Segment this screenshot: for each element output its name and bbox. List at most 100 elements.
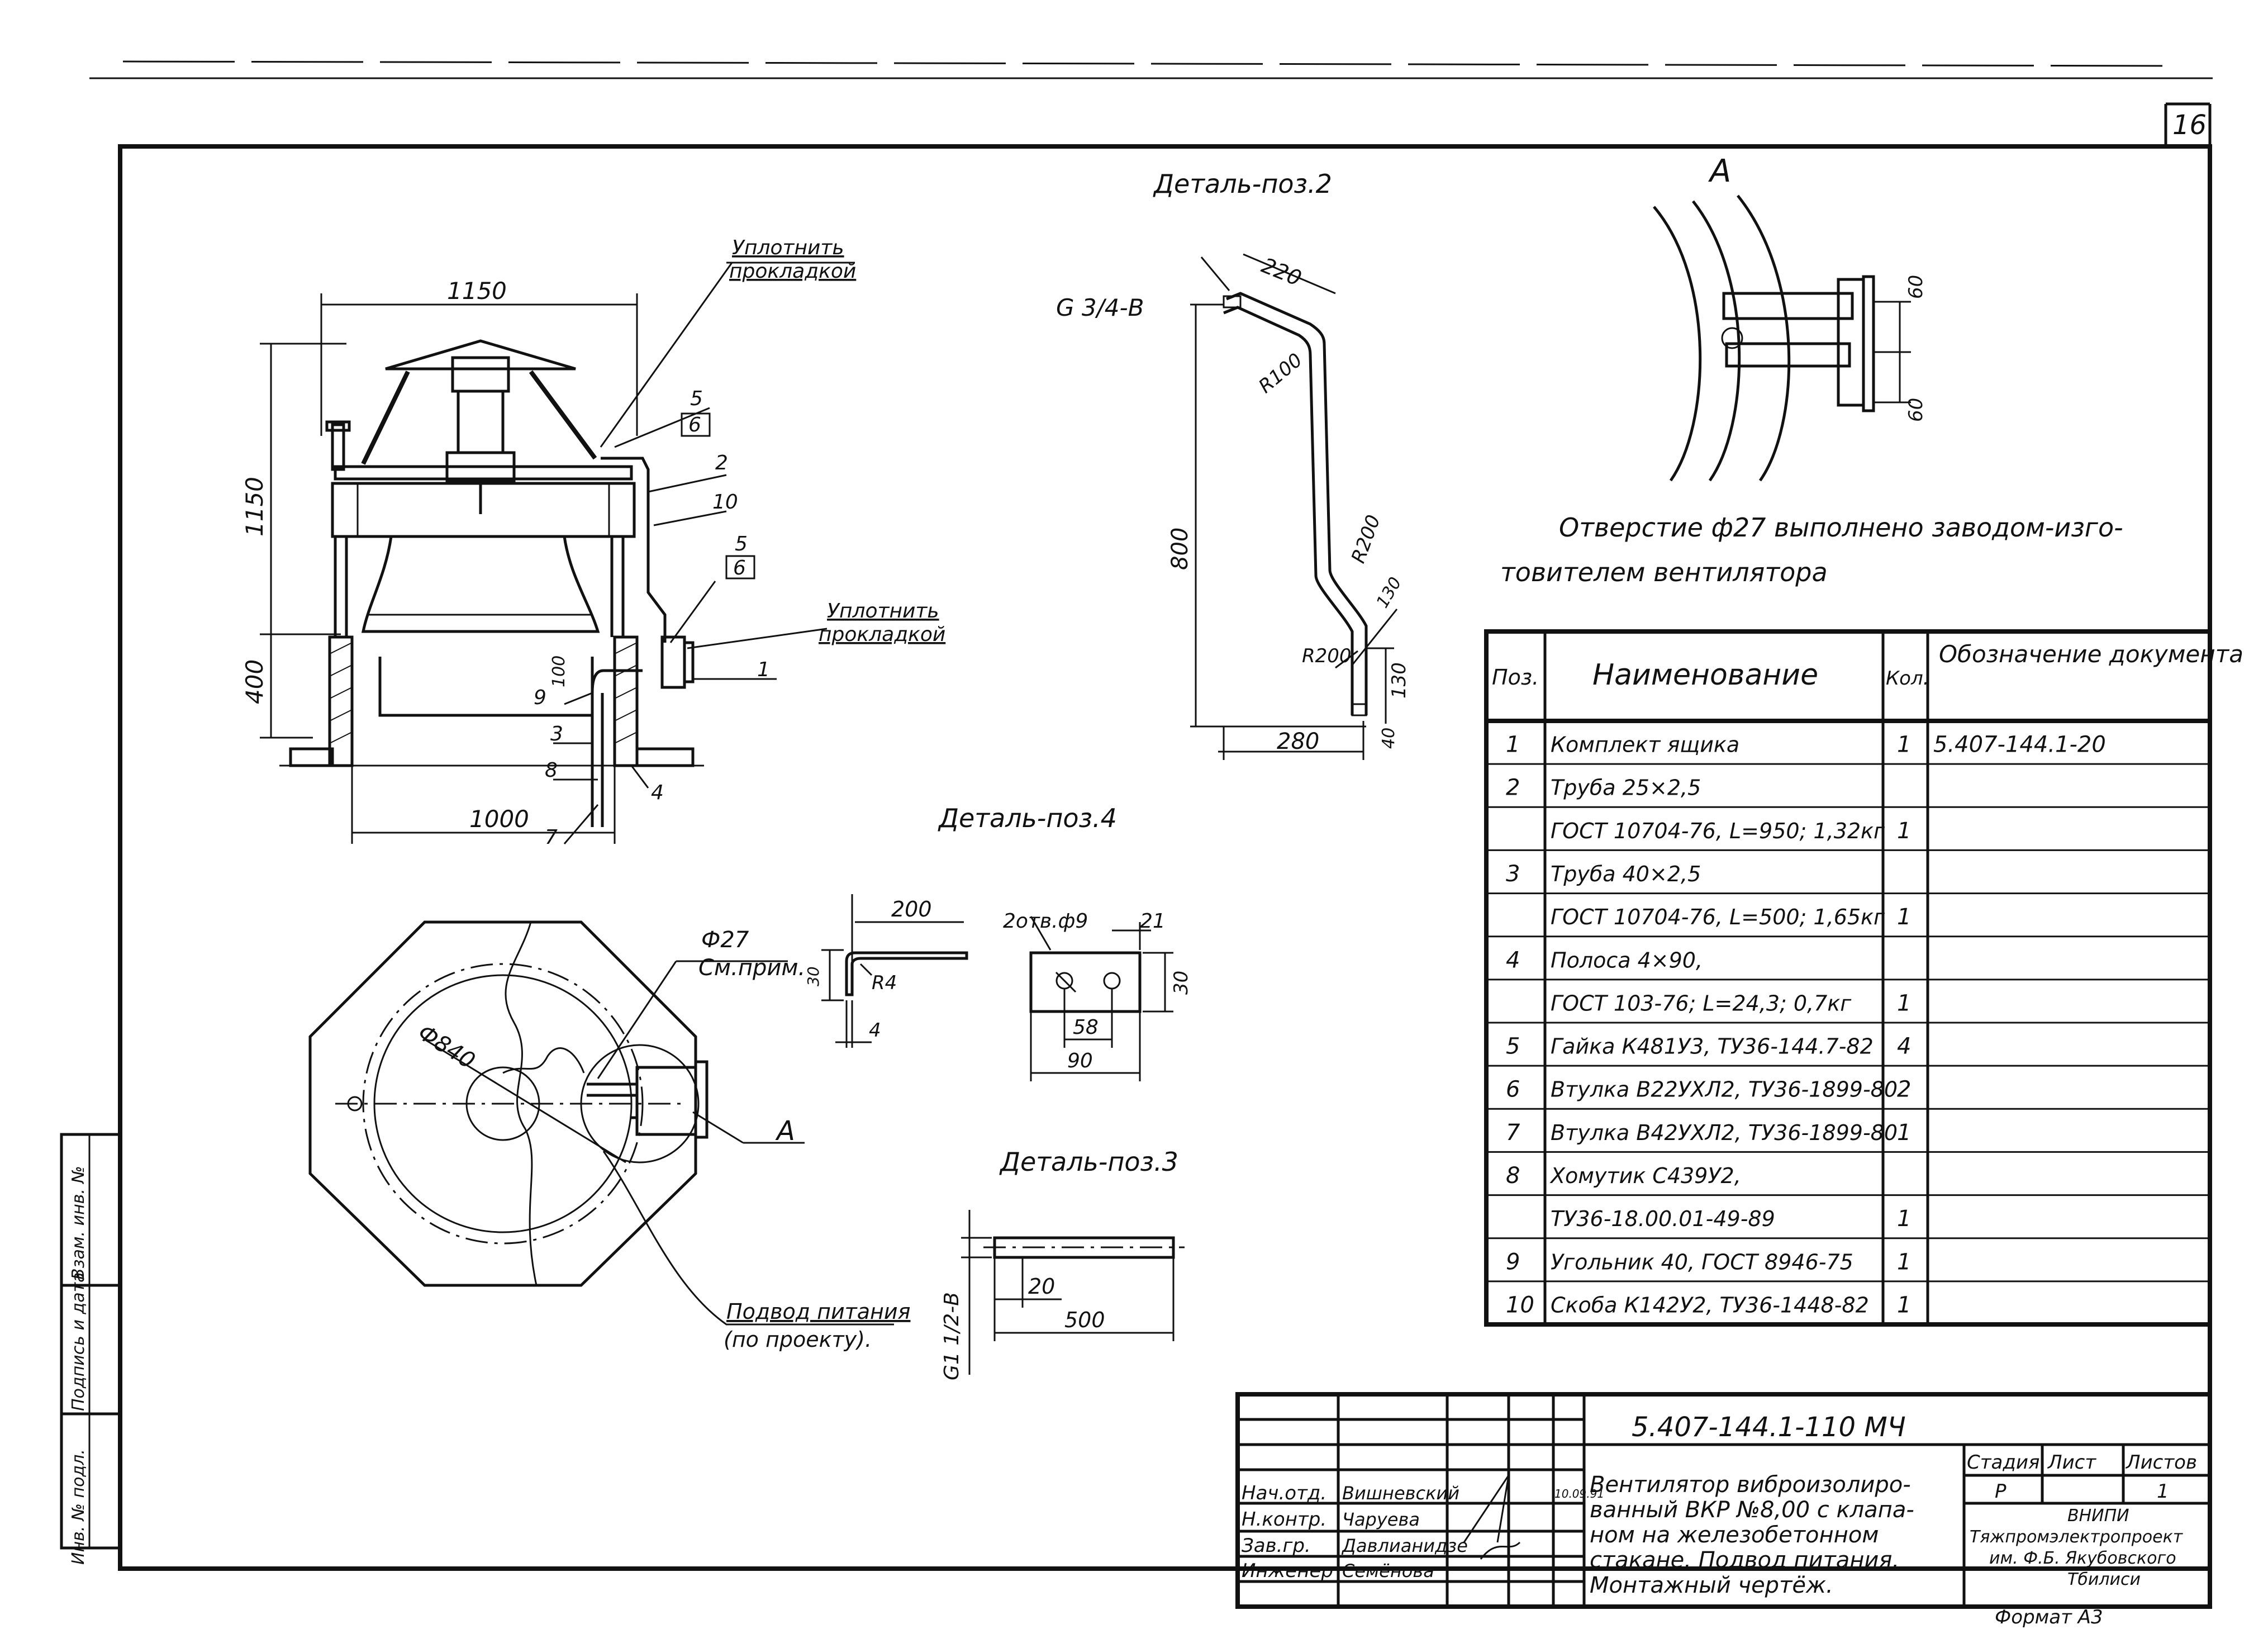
staff-name: Чаруева xyxy=(1342,1509,1420,1530)
pos2-r100: R100 xyxy=(1254,349,1307,398)
spec-row-qty: 1 xyxy=(1897,904,1911,930)
org-line-1: ВНИПИ xyxy=(2067,1506,2129,1526)
pos2-dim-220: 220 xyxy=(1258,253,1305,291)
title-line-5: Монтажный чертёж. xyxy=(1590,1573,1833,1598)
pos3-dim-500: 500 xyxy=(1064,1308,1105,1332)
pos2-r200b: R200 xyxy=(1302,645,1352,667)
spec-row-doc: 5.407-144.1-20 xyxy=(1933,732,2106,758)
spec-row-qty: 1 xyxy=(1897,1249,1911,1275)
spec-row-name: Угольник 40, ГОСТ 8946-75 xyxy=(1551,1250,1853,1274)
sheets-value: 1 xyxy=(2157,1480,2169,1503)
view-a-drawing xyxy=(1653,194,1911,482)
spec-row-pos: 6 xyxy=(1506,1077,1520,1103)
callout-6a: 6 xyxy=(688,414,701,436)
view-a-dim-60-bottom: 60 xyxy=(1905,398,1927,422)
spec-row-pos: 9 xyxy=(1506,1249,1520,1275)
spec-row-qty: 1 xyxy=(1897,732,1911,758)
callout-7: 7 xyxy=(545,826,558,849)
pos2-dim-800: 800 xyxy=(1167,528,1193,570)
view-a-dim-60-top: 60 xyxy=(1905,275,1927,299)
callout-5b: 5 xyxy=(735,533,748,555)
callout-3: 3 xyxy=(550,723,563,745)
spec-header-name: Наименование xyxy=(1592,658,1818,692)
pos4-dim-58: 58 xyxy=(1073,1016,1099,1039)
staff-role: Н.контр. xyxy=(1242,1508,1326,1531)
plan-diameter: Ф840 xyxy=(413,1019,479,1074)
staff-role: Нач.отд. xyxy=(1242,1482,1326,1504)
pos3-dim-20: 20 xyxy=(1028,1274,1055,1299)
callout-10: 10 xyxy=(712,491,738,514)
spec-row-name: Хомутик С439У2, xyxy=(1549,1163,1741,1188)
pos2-dim-280: 280 xyxy=(1277,729,1319,754)
pos2-dim-130b: 130 xyxy=(1388,662,1410,699)
seal-note-mid-1: Уплотнить xyxy=(827,600,939,623)
org-line-4: Тбилиси xyxy=(2067,1570,2141,1589)
side-stamp-replace-inv: Взам. инв. № xyxy=(69,1166,88,1280)
spec-row-name: ТУ36-18.00.01-49-89 xyxy=(1551,1207,1775,1231)
power-note-1: Подвод питания xyxy=(726,1299,910,1324)
spec-row-qty: 1 xyxy=(1897,1206,1911,1232)
plan-view-a: А xyxy=(775,1115,795,1147)
spec-table-grid xyxy=(1484,629,2212,1327)
detail-pos2-title: Деталь-поз.2 xyxy=(1153,169,1332,199)
staff-name: Давлианидзе xyxy=(1341,1535,1468,1556)
pos4-r4: R4 xyxy=(872,972,897,994)
plan-hole: Ф27 xyxy=(701,927,749,953)
pos4-holes: 2отв.ф9 xyxy=(1003,910,1088,933)
org-line-2: Тяжпромэлектропроект xyxy=(1970,1527,2184,1547)
seal-note-top-2: прокладкой xyxy=(729,260,856,283)
pos4-dim-90: 90 xyxy=(1067,1049,1093,1072)
detail-pos4-title: Деталь-поз.4 xyxy=(938,803,1117,833)
spec-row-qty: 1 xyxy=(1897,1120,1911,1146)
pos4-dim-4: 4 xyxy=(869,1019,881,1042)
note-line-1: Отверстие ф27 выполнено заводом-изго- xyxy=(1559,512,2123,543)
plan-view xyxy=(308,920,894,1326)
pos4-dim-30b: 30 xyxy=(1170,971,1192,995)
spec-row-qty: 2 xyxy=(1897,1077,1911,1103)
callout-2: 2 xyxy=(715,452,728,474)
approval-date: 10.09.91 xyxy=(1554,1487,1604,1500)
seal-note-top-1: Уплотнить xyxy=(732,236,844,259)
callout-6b: 6 xyxy=(733,557,746,580)
staff-role: Зав.гр. xyxy=(1242,1535,1311,1557)
title-block-grid xyxy=(1235,1392,2212,1609)
title-line-4: стакане. Подвод питания. xyxy=(1590,1547,1899,1573)
spec-row-pos: 4 xyxy=(1506,947,1520,973)
spec-row-name: Гайка К481У3, ТУ36-144.7-82 xyxy=(1551,1034,1874,1059)
side-stamp xyxy=(60,1133,122,1550)
sheets-header: Листов xyxy=(2125,1451,2197,1474)
pos4-dim-21: 21 xyxy=(1140,910,1166,933)
spec-row-pos: 8 xyxy=(1506,1163,1520,1189)
detail-pos3-title: Деталь-поз.3 xyxy=(999,1147,1178,1177)
spec-row-name: ГОСТ 10704-76, L=500; 1,65кг xyxy=(1551,905,1885,929)
spec-row-name: Втулка В42УХЛ2, ТУ36-1899-80 xyxy=(1551,1120,1898,1145)
spec-row-name: Комплект ящика xyxy=(1551,733,1739,757)
spec-row-qty: 1 xyxy=(1897,990,1911,1016)
spec-row-qty: 1 xyxy=(1897,818,1911,844)
staff-name: Вишневский xyxy=(1342,1483,1459,1504)
pos2-thread: G 3/4-B xyxy=(1056,294,1144,321)
spec-row-qty: 1 xyxy=(1897,1292,1911,1318)
title-line-1: Вентилятор виброизолиро- xyxy=(1590,1472,1911,1498)
spec-row-name: ГОСТ 10704-76, L=950; 1,32кг xyxy=(1551,819,1885,843)
pos3-thread: G1 1/2-B xyxy=(940,1292,963,1380)
callout-5a: 5 xyxy=(690,387,703,410)
spec-row-name: Труба 25×2,5 xyxy=(1551,776,1701,800)
spec-row-name: Полоса 4×90, xyxy=(1551,948,1703,972)
callout-9: 9 xyxy=(534,686,546,709)
dim-width-bottom: 1000 xyxy=(469,805,529,833)
dim-small-100: 100 xyxy=(549,656,569,687)
callout-1: 1 xyxy=(757,658,770,681)
callout-8: 8 xyxy=(545,759,558,782)
spec-row-qty: 4 xyxy=(1897,1034,1911,1060)
stage-value: Р xyxy=(1995,1480,2007,1503)
note-line-2: товителем вентилятора xyxy=(1500,557,1828,587)
title-line-3: ном на железобетонном xyxy=(1590,1522,1879,1548)
spec-row-pos: 10 xyxy=(1506,1292,1534,1318)
spec-table-rows: 1 Комплект ящика 1 5.407-144.1-20 2 Труба 25×… xyxy=(1506,732,2106,1318)
detail-pos3-drawing xyxy=(961,1210,1185,1375)
pos4-dim-200: 200 xyxy=(891,897,932,922)
side-stamp-original-inv: Инв. № подл. xyxy=(69,1449,88,1565)
sheet-format: Формат А3 xyxy=(1995,1606,2103,1628)
dim-width-top: 1150 xyxy=(447,277,507,305)
